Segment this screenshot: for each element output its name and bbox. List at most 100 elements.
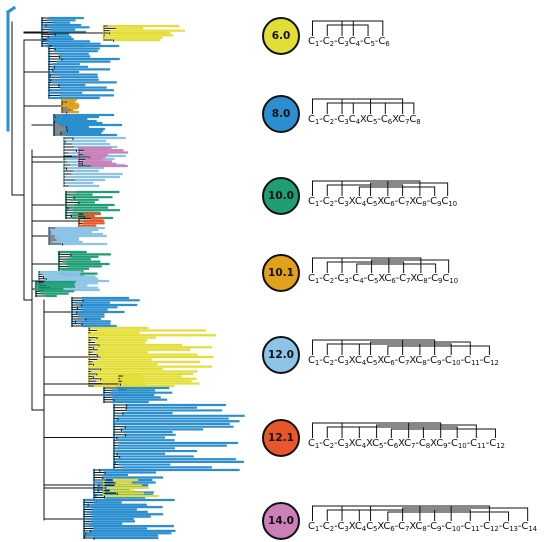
bond-diagram-10-0	[308, 179, 458, 201]
carbon-atom: C1	[308, 114, 320, 126]
carbon-atom: C5	[366, 196, 378, 208]
bond-bracket	[358, 186, 436, 196]
carbon-atom: C2	[322, 114, 335, 126]
carbon-atom: C8	[409, 114, 421, 126]
carbon-atom: C6	[383, 196, 395, 208]
chain-separator: -	[334, 114, 338, 125]
bond-brackets	[312, 422, 496, 438]
chain-separator: -	[460, 521, 465, 532]
bond-brackets	[312, 339, 490, 355]
carbon-atom: C6	[383, 521, 395, 533]
chain-separator: -	[479, 355, 484, 366]
bond-bracket	[387, 345, 490, 355]
chain-separator: X	[378, 273, 385, 284]
chain-separator: -	[360, 36, 364, 47]
chain-separator: -	[319, 36, 323, 47]
chain-separator: X	[348, 196, 355, 207]
carbon-atom: C11	[464, 355, 480, 367]
carbon-atom: C5	[366, 114, 378, 126]
chain-separator: -	[485, 438, 490, 449]
tree-node	[72, 102, 80, 110]
chain-separator: -	[348, 273, 353, 284]
carbon-atom: C5	[363, 36, 375, 48]
carbon-atom: C6	[380, 114, 393, 126]
legend-row-12-1: 12.1 C1-C2-C3XC4XC5-C6XC7-C8XC9-C10-C11-…	[262, 419, 548, 459]
chain-separator: X	[398, 438, 405, 449]
carbon-atom: C6	[378, 36, 390, 48]
carbon-atom: C4	[348, 114, 361, 126]
carbon-atom: C3	[337, 273, 349, 285]
carbon-atom: C5	[366, 521, 378, 533]
carbon-atom: C6	[383, 355, 395, 367]
chain-separator: X	[360, 114, 367, 125]
carbon-chain-10-1: C1-C2-C3-C4-C5XC6-C7XC8-C9C10	[308, 273, 458, 285]
bond-bracket	[341, 257, 422, 273]
bond-brackets	[312, 505, 529, 521]
badge-6-0: 6.0	[262, 17, 300, 55]
carbon-atom: C2	[322, 273, 335, 285]
chain-separator: -	[395, 273, 400, 284]
carbon-atom: C13	[502, 521, 518, 533]
bond-bracket	[326, 102, 386, 114]
chain-separator: -	[377, 114, 381, 125]
bond-bracket	[370, 505, 490, 521]
chain-separator: X	[430, 438, 437, 449]
bond-bracket	[358, 426, 458, 438]
chain-separator: -	[334, 438, 338, 449]
chain-separator: -	[319, 114, 323, 125]
bond-bracket	[341, 180, 421, 196]
carbon-atom: C2	[322, 36, 335, 48]
chain-separator: -	[334, 355, 338, 366]
bond-bracket	[370, 341, 471, 355]
carbon-atom: C10	[444, 355, 461, 367]
root-lineage	[5, 5, 17, 15]
chain-separator: -	[394, 521, 399, 532]
badge-10-1: 10.1	[262, 254, 300, 292]
carbon-atom: C1	[308, 36, 320, 48]
legend-row-8-0: 8.0 C1-C2-C3C4XC5-C6XC7C8	[262, 95, 548, 135]
legend-row-10-0: 10.0 C1-C2-C3XC4C5XC6-C7XC8-C9C10	[262, 177, 548, 217]
carbon-atom: C6	[386, 438, 399, 450]
carbon-atom: C10	[444, 521, 461, 533]
legend-row-6-0: 6.0 C1-C2-C3C4-C5-C6	[262, 17, 548, 57]
carbon-atom: C12	[483, 521, 499, 533]
bond-bracket	[356, 263, 437, 273]
carbon-atom: C9	[436, 438, 448, 450]
chain-separator: -	[426, 196, 431, 207]
carbon-atom: C5	[366, 355, 378, 367]
bond-brackets	[312, 257, 450, 273]
carbon-atom: C5	[367, 273, 379, 285]
bond-diagram-12-0	[308, 338, 499, 360]
chain-separator: -	[319, 196, 323, 207]
carbon-atom: C4	[354, 438, 367, 450]
carbon-atom: C7	[404, 438, 416, 450]
carbon-atom: C4	[348, 36, 361, 48]
carbon-atom: C6	[384, 273, 396, 285]
chain-separator: X	[409, 196, 416, 207]
chain-separator: -	[319, 273, 323, 284]
chain-separator: X	[377, 521, 384, 532]
chain-separator: -	[394, 355, 399, 366]
carbon-chain-12-1: C1-C2-C3XC4XC5-C6XC7-C8XC9-C10-C11-C12	[308, 438, 505, 450]
carbon-atom: C3	[337, 521, 349, 533]
bond-bracket	[390, 428, 496, 438]
bond-diagram-6-0	[308, 19, 393, 41]
carbon-atom: C8	[415, 521, 427, 533]
bond-bracket	[358, 509, 471, 521]
carbon-atom: C2	[322, 355, 335, 367]
carbon-chain-10-0: C1-C2-C3XC4C5XC6-C7XC8-C9C10	[308, 196, 457, 208]
bond-bracket	[371, 259, 450, 273]
bond-bracket	[387, 511, 510, 521]
bond-bracket	[352, 102, 415, 114]
chain-separator: X	[410, 273, 417, 284]
bond-bracket	[341, 422, 442, 438]
chain-separator: -	[517, 521, 522, 532]
chain-separator: X	[366, 438, 373, 449]
carbon-atom: C9	[430, 355, 442, 367]
carbon-atom: C11	[470, 438, 486, 450]
carbon-chain-8-0: C1-C2-C3C4XC5-C6XC7C8	[308, 114, 421, 126]
chain-separator: -	[460, 355, 465, 366]
bond-bracket	[341, 20, 384, 36]
carbon-atom: C1	[308, 196, 320, 208]
carbon-atom: C10	[442, 273, 459, 285]
